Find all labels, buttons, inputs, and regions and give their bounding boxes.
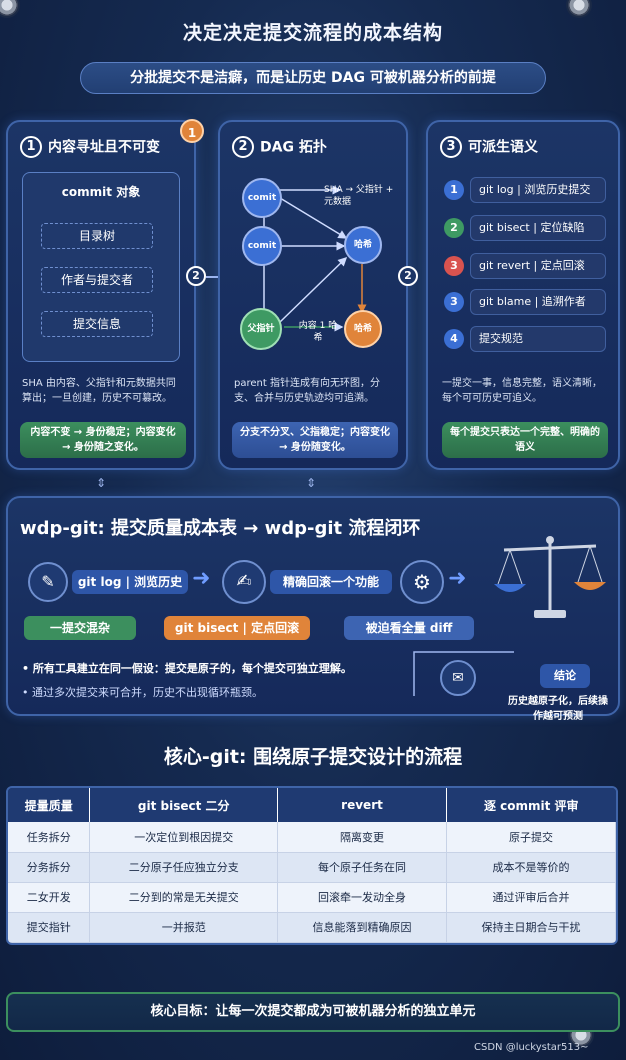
semantic-item: git blame | 追溯作者 <box>470 289 606 315</box>
table-cell: 隔离变更 <box>277 822 447 853</box>
table-row: 分务拆分二分原子任应独立分支每个原子任务在同成本不是等价的 <box>8 852 616 883</box>
panel-summary-bar: 分支不分叉、父指稳定；内容变化 → 身份随变化。 <box>232 422 398 458</box>
conclusion-label: 结论 <box>540 664 590 688</box>
semantic-item: 提交规范 <box>470 326 606 352</box>
dag-node-commit: comit <box>242 178 282 218</box>
tag-mixed-commit: 一提交混杂 <box>24 616 136 640</box>
panel-content-addressing: 1 内容寻址且不可变 commit 对象 目录树 作者与提交者 提交信息 SHA … <box>6 120 196 470</box>
connector-arrow-icon <box>206 276 220 278</box>
table-cell: 一并报范 <box>89 912 279 943</box>
flow-bullet: • 通过多次提交来可合并，历史不出现循环瓶颈。 <box>22 686 263 699</box>
down-arrow-icon: ⇕ <box>306 476 317 490</box>
table-cell: 通过评审后合并 <box>446 882 616 913</box>
table-header: git bisect 二分 <box>89 788 279 822</box>
arrow-right-icon: ➜ <box>192 566 211 591</box>
table-cell: 原子提交 <box>446 822 616 853</box>
table-row: 二女开发二分到的常是无关提交回滚牵一发动全身通过评审后合并 <box>8 882 616 913</box>
panel-summary-bar: 每个提交只表达一个完整、明确的语义 <box>442 422 608 458</box>
balance-scale-icon <box>494 536 606 618</box>
list-number: 4 <box>444 329 464 349</box>
list-number: 1 <box>444 180 464 200</box>
panel-number: 3 <box>440 136 462 158</box>
panel-description: 一提交一事，信息完整，语义清晰，每个可可历史可追义。 <box>442 378 602 404</box>
tag-bisect: git bisect | 定点回滚 <box>164 616 310 640</box>
panel-title: 内容寻址且不可变 <box>48 139 160 156</box>
list-number: 2 <box>444 218 464 238</box>
conclusion-icon: ✉ <box>440 660 476 696</box>
panel-summary-bar: 内容不变 → 身份稳定；内容变化 → 身份随之变化。 <box>20 422 186 458</box>
table-header: 提量质量 <box>8 788 91 822</box>
log-icon: ✎ <box>28 562 68 602</box>
table-cell: 一次定位到根因提交 <box>89 822 279 853</box>
connector-badge: 2 <box>186 266 206 286</box>
commit-object-box: commit 对象 目录树 作者与提交者 提交信息 <box>22 172 180 362</box>
panel-derivable-semantics: 3 可派生语义 1 git log | 浏览历史提交 2 git bisect |… <box>426 120 620 470</box>
panel-description: parent 指针连成有向无环图，分支、合并与历史轨迹均可追溯。 <box>234 378 380 404</box>
flow-title: wdp-git: 提交质量成本表 → wdp-git 流程闭环 <box>20 518 421 539</box>
panel-description: SHA 由内容、父指针和元数据共同算出；一旦创建，历史不可篡改。 <box>22 378 176 404</box>
dag-node-commit: comit <box>242 226 282 266</box>
tag-full-diff: 被迫看全量 diff <box>344 616 474 640</box>
table-cell: 二女开发 <box>8 882 91 913</box>
table-cell: 分务拆分 <box>8 852 91 883</box>
page-title: 决定决定提交流程的成本结构 <box>182 22 443 44</box>
panel-number: 1 <box>20 136 42 158</box>
table-cell: 回滚牵一发动全身 <box>277 882 447 913</box>
semantic-item: git log | 浏览历史提交 <box>470 177 606 203</box>
conclusion-text: 历史越原子化，后续操作越可预测 <box>508 696 608 722</box>
table-cell: 信息能落到精确原因 <box>277 912 447 943</box>
commit-field: 作者与提交者 <box>41 267 153 293</box>
edit-icon: ✍ <box>222 560 266 604</box>
commit-field: 目录树 <box>41 223 153 249</box>
panel-number: 2 <box>232 136 254 158</box>
corner-rivet-icon <box>0 0 18 16</box>
semantic-item: git revert | 定点回滚 <box>470 253 606 279</box>
footer-goal: 核心目标：让每一次提交都成为可被机器分析的独立单元 <box>6 992 620 1032</box>
flow-step-log: git log | 浏览历史 <box>72 570 188 594</box>
table-cell: 每个原子任务在同 <box>277 852 447 883</box>
dag-node-hash: 哈希 <box>344 226 382 264</box>
section-title: 核心-git: 围绕原子提交设计的流程 <box>163 746 463 768</box>
corner-rivet-icon <box>568 0 590 16</box>
flow-step-rollback: 精确回滚一个功能 <box>270 570 392 594</box>
panel-title: 可派生语义 <box>468 139 538 156</box>
gear-icon: ⚙ <box>400 560 444 604</box>
commit-object-title: commit 对象 <box>61 185 141 199</box>
loop-line <box>413 651 514 696</box>
list-number: 3 <box>444 292 464 312</box>
table-row: 任务拆分一次定位到根因提交隔离变更原子提交 <box>8 822 616 853</box>
list-number: 3 <box>444 256 464 276</box>
dag-edge <box>279 197 348 239</box>
connector-badge: 2 <box>398 266 418 286</box>
comparison-table: 提量质量 git bisect 二分 revert 逐 commit 评审 任务… <box>6 786 618 945</box>
watermark: CSDN @luckystar513~ <box>474 1042 589 1053</box>
panel-flow-loop: wdp-git: 提交质量成本表 → wdp-git 流程闭环 ✎ git lo… <box>6 496 620 722</box>
down-arrow-icon: ⇕ <box>96 476 107 490</box>
step-badge: 1 <box>180 119 204 143</box>
dag-edge <box>279 256 348 323</box>
table-cell: 提交指针 <box>8 912 91 943</box>
content-hash-note: 内容 1 哈希 <box>298 321 338 343</box>
dag-node-hash: 哈希 <box>344 310 382 348</box>
table-header: 逐 commit 评审 <box>446 788 616 822</box>
sha-note: SHA → 父指针 + 元数据 <box>324 185 394 207</box>
table-cell: 成本不是等价的 <box>446 852 616 883</box>
table-cell: 保持主日期合与干扰 <box>446 912 616 943</box>
panel-dag-topology: 2 DAG 拓扑 comit comit 哈希 父指针 哈希 SHA → 父指针 … <box>218 120 408 470</box>
flow-bullet: • 所有工具建立在同一假设：提交是原子的，每个提交可独立理解。 <box>22 662 352 675</box>
page-subtitle: 分批提交不是洁癖，而是让历史 DAG 可被机器分析的前提 <box>80 62 546 94</box>
table-header: revert <box>277 788 447 822</box>
panel-title: DAG 拓扑 <box>260 139 327 156</box>
table-cell: 二分到的常是无关提交 <box>89 882 279 913</box>
table-cell: 任务拆分 <box>8 822 91 853</box>
dag-node-parent: 父指针 <box>240 308 282 350</box>
commit-field: 提交信息 <box>41 311 153 337</box>
table-cell: 二分原子任应独立分支 <box>89 852 279 883</box>
semantic-item: git bisect | 定位缺陷 <box>470 215 606 241</box>
arrow-right-icon: ➜ <box>448 566 467 591</box>
table-row: 提交指针一并报范信息能落到精确原因保持主日期合与干扰 <box>8 912 616 943</box>
